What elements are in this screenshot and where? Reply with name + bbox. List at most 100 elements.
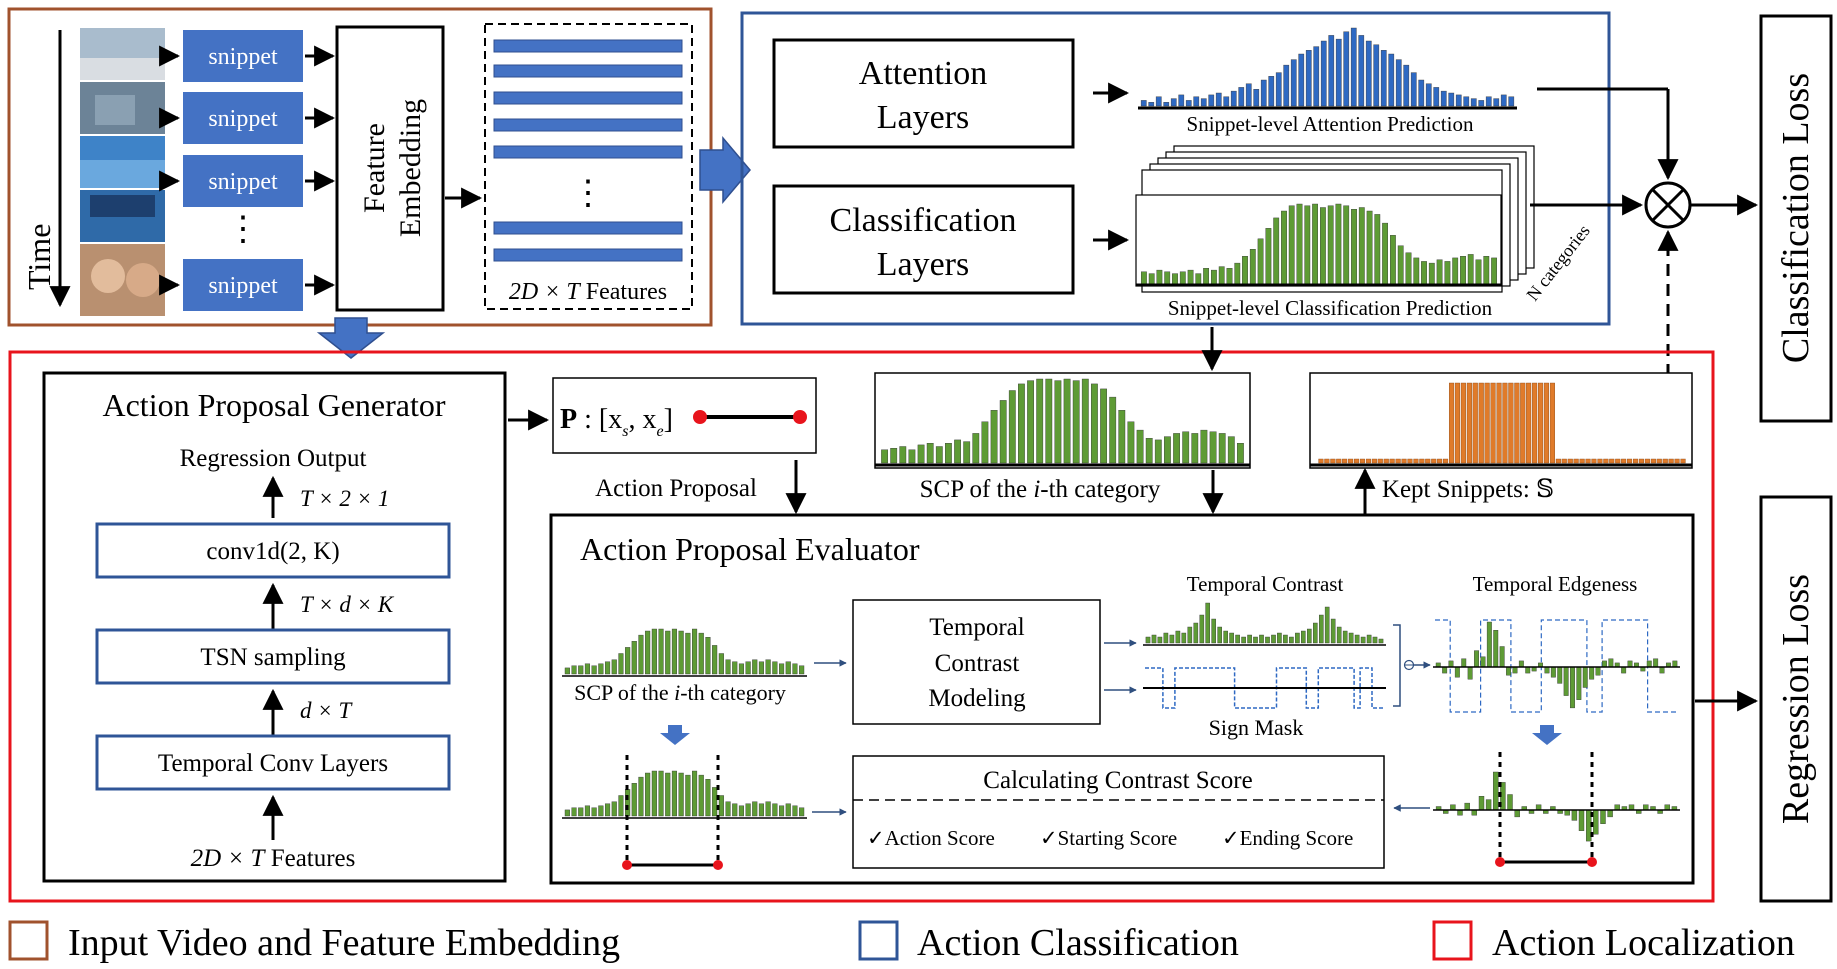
kept-bar [1561,458,1567,464]
scp-top-bar [981,421,989,464]
temporal-contrast-bar [1259,634,1264,644]
attention-bar [1335,38,1342,107]
classification-bar [1452,257,1459,285]
kept-bar [1407,458,1413,464]
scp-top-bar [1163,436,1171,464]
svg-text:snippet: snippet [208,273,278,299]
classification-bar [1273,217,1280,285]
kept-bar [1389,458,1395,464]
scp-top-bar [1027,380,1035,464]
temporal-contrast-bar [1289,636,1294,644]
temporal-edgeness-bar [1563,666,1569,696]
scp-small-bar [712,645,718,675]
temporal-edgeness-bar [1442,666,1448,674]
scp-small-caption: SCP of the i-th category [574,680,786,705]
classification-bar [1327,205,1334,285]
classification-bar [1257,238,1264,285]
svg-text:Modeling: Modeling [928,685,1026,712]
temporal-contrast-bar [1336,626,1342,644]
attention-bar [1283,64,1290,107]
scp-top-bar [935,446,943,464]
scp-top-bar [1081,378,1089,464]
edgeness-bottom-bar [1578,809,1585,831]
edgeness-bottom-bar [1464,802,1470,811]
temporal-contrast-bar [1348,632,1354,644]
classification-bar [1335,203,1342,285]
kept-bar [1549,382,1555,464]
attention-bar [1448,92,1455,107]
scp-small-bar [658,628,664,675]
classification-caption: Snippet-level Classification Prediction [1168,296,1493,320]
temporal-contrast-bar [1169,634,1175,644]
classification-bar [1351,208,1357,285]
attention-bar [1373,44,1380,107]
temporal-contrast-bar [1300,630,1306,644]
classification-bar [1218,266,1225,285]
scp-top-bar [917,444,925,464]
classification-bar [1296,203,1303,285]
attention-bar [1485,96,1492,107]
edgeness-bottom-bar [1471,809,1478,816]
temporal-edgeness-bar [1461,658,1467,668]
kept-bar [1466,382,1472,464]
scp-small-bar [792,663,798,675]
scp-bottom-bar [584,805,590,817]
svg-text:TSN sampling: TSN sampling [200,644,346,671]
temporal-contrast-bar [1306,628,1312,644]
classification-bar [1226,268,1233,285]
classification-loss-box [1759,14,1833,423]
temporal-edgeness-bar [1474,650,1480,668]
time-label: Time [21,224,57,290]
scp-bottom-bar [705,779,711,817]
kept-bar [1520,382,1526,464]
edgeness-mask-path [1435,619,1678,713]
temporal-edgeness-bar [1518,660,1524,668]
sign-mask-path [1145,667,1384,709]
svg-text:Temporal: Temporal [929,614,1024,641]
conv1d-box [95,522,451,579]
scp-top-bar [1154,439,1162,464]
classification-bar [1413,257,1420,285]
kept-bar [1359,458,1365,464]
ending-score: ✓Ending Score [1222,826,1353,850]
small-down-arrow-left [660,725,690,745]
kept-bar [1508,382,1514,464]
scp-bottom-bar [638,776,644,817]
scp-top-bar [1090,383,1098,464]
attention-bar [1313,46,1320,107]
temporal-contrast-bar [1295,632,1300,644]
scp-bottom-bar [799,807,805,817]
classification-bar [1374,214,1381,285]
edgeness-bottom-bar [1485,799,1492,811]
scp-small-bar [584,663,590,675]
classification-bar [1203,268,1210,285]
kept-bar [1615,458,1621,464]
scp-small-bar [732,661,738,675]
scp-bottom-bar [779,805,785,817]
attention-bar [1223,96,1230,107]
attention-bar [1395,59,1402,107]
scp-small-bar [651,628,657,675]
classification-bar [1444,261,1451,285]
kept-bar [1448,382,1455,464]
temporal-edgeness-bar [1659,666,1665,674]
scp-bottom-bar [698,774,704,817]
kept-bar [1537,382,1544,464]
localization-panel-frame [8,350,1715,903]
kept-bar [1401,458,1407,464]
attention-bar [1478,100,1485,107]
legend: Input Video and Feature Embedding Action… [8,920,1795,964]
scp-top-bar [954,439,962,464]
kept-bar [1342,458,1348,464]
attention-bar [1358,35,1365,107]
snippet-box-2 [183,92,303,144]
scp-bottom-bar [692,770,698,817]
video-frames [80,28,165,316]
classification-bar [1288,205,1295,285]
scp-small-bar [772,661,778,675]
scp-bottom-bar [718,795,724,817]
regression-loss-box [1759,495,1833,903]
apg-regression-output: Regression Output [180,445,367,472]
starting-score: ✓Starting Score [1040,826,1177,850]
temporal-edgeness-bar [1544,666,1550,674]
